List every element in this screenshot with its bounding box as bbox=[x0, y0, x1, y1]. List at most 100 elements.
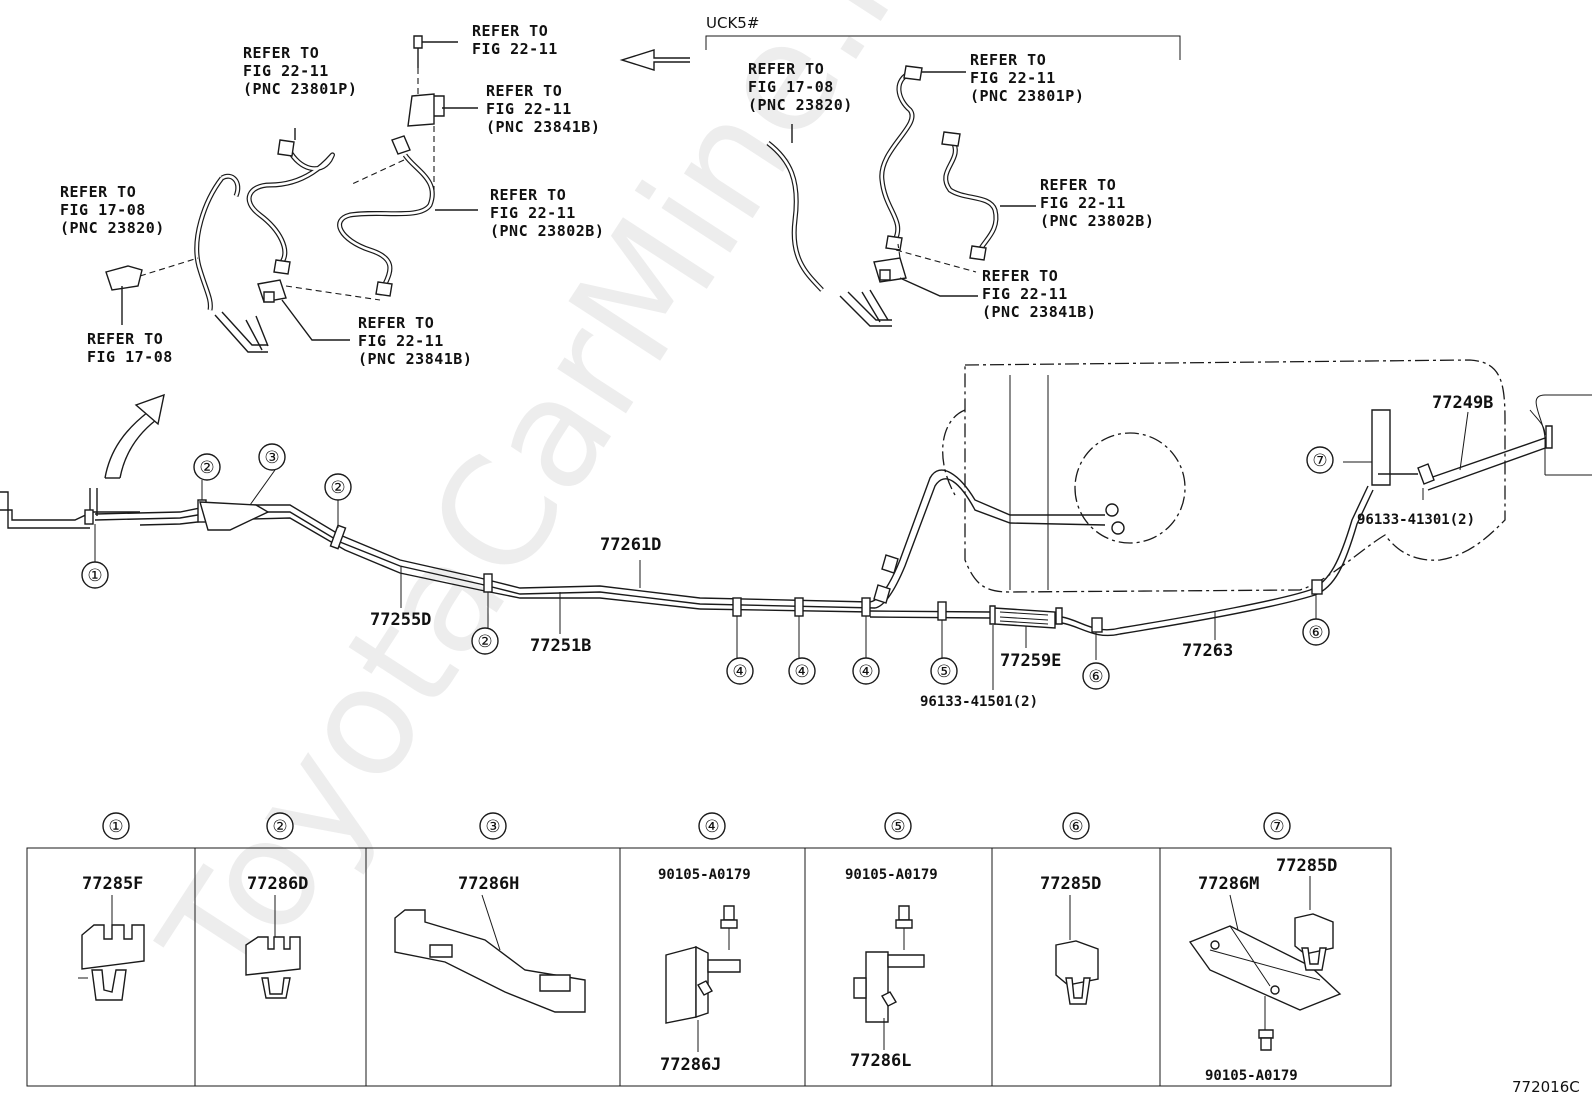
callout-3a: ③ bbox=[258, 443, 286, 471]
svg-text:FIG 22-11: FIG 22-11 bbox=[486, 100, 572, 118]
legend-part-77285d: 77285D bbox=[1040, 874, 1101, 894]
ref-23801p-left: REFER TO FIG 22-11 (PNC 23801P) bbox=[243, 44, 357, 98]
legend-num-2: ② bbox=[266, 812, 294, 840]
ref-23802b-left: REFER TO FIG 22-11 (PNC 23802B) bbox=[490, 186, 604, 240]
part-96133-41501: 96133-41501(2) bbox=[920, 694, 1038, 710]
legend-num-3: ③ bbox=[479, 812, 507, 840]
svg-text:②: ② bbox=[477, 632, 492, 652]
svg-text:FIG 22-11: FIG 22-11 bbox=[970, 69, 1056, 87]
svg-text:⑥: ⑥ bbox=[1068, 817, 1083, 837]
bracket-77286m-icon bbox=[1188, 925, 1342, 1011]
clip-77286h-icon bbox=[394, 909, 586, 1013]
svg-text:FIG 22-11: FIG 22-11 bbox=[490, 204, 576, 222]
part-77255d: 77255D bbox=[370, 610, 431, 630]
main-pipe-routing: ① ② ③ ② ② ④ ④ ④ ⑤ ⑥ ⑥ ⑦ 77261D 77255D 77… bbox=[0, 359, 1592, 710]
bolt-4-icon bbox=[720, 905, 738, 950]
legend-bolt-5: 90105-A0179 bbox=[845, 867, 938, 883]
callout-2a: ② bbox=[193, 453, 221, 481]
clip-77286j-icon bbox=[665, 945, 741, 1024]
svg-text:⑦: ⑦ bbox=[1269, 817, 1284, 837]
ref-23841b-top-left: REFER TO FIG 22-11 (PNC 23841B) bbox=[486, 82, 600, 136]
svg-text:FIG 17-08: FIG 17-08 bbox=[748, 78, 834, 96]
part-77263: 77263 bbox=[1182, 641, 1233, 661]
inset-right: UCK5# REFER TO FIG 17-08 (PNC 2 bbox=[705, 14, 1181, 327]
legend-bolt-7: 90105-A0179 bbox=[1205, 1068, 1298, 1084]
svg-text:(PNC 23802B): (PNC 23802B) bbox=[1040, 212, 1154, 230]
callout-2c: ② bbox=[471, 627, 499, 655]
callout-5a: ⑤ bbox=[930, 657, 958, 685]
ref-23841b-right: REFER TO FIG 22-11 (PNC 23841B) bbox=[982, 267, 1096, 321]
svg-text:(PNC 23820): (PNC 23820) bbox=[748, 96, 853, 114]
svg-text:REFER TO: REFER TO bbox=[486, 82, 562, 100]
legend-num-4: ④ bbox=[698, 812, 726, 840]
legend-part-77286l: 77286L bbox=[850, 1051, 911, 1071]
part-77251b: 77251B bbox=[530, 636, 591, 656]
svg-text:③: ③ bbox=[264, 448, 279, 468]
legend-num-1: ① bbox=[102, 812, 130, 840]
bolt-icon bbox=[413, 35, 423, 49]
svg-text:④: ④ bbox=[732, 662, 747, 682]
svg-text:⑤: ⑤ bbox=[936, 662, 951, 682]
svg-text:③: ③ bbox=[485, 817, 500, 837]
svg-text:(PNC 23841B): (PNC 23841B) bbox=[358, 350, 472, 368]
svg-text:(PNC 23802B): (PNC 23802B) bbox=[490, 222, 604, 240]
svg-text:②: ② bbox=[330, 478, 345, 498]
svg-text:REFER TO: REFER TO bbox=[87, 330, 163, 348]
svg-text:FIG 22-11: FIG 22-11 bbox=[358, 332, 444, 350]
svg-text:REFER TO: REFER TO bbox=[970, 51, 1046, 69]
svg-text:②: ② bbox=[272, 817, 287, 837]
svg-text:⑤: ⑤ bbox=[890, 817, 905, 837]
svg-text:REFER TO: REFER TO bbox=[748, 60, 824, 78]
ref-23841b-bottom-left: REFER TO FIG 22-11 (PNC 23841B) bbox=[358, 314, 472, 368]
variant-label: UCK5# bbox=[706, 14, 759, 32]
fuel-tank-outline bbox=[964, 359, 1506, 593]
svg-text:①: ① bbox=[87, 566, 102, 586]
svg-text:FIG 22-11: FIG 22-11 bbox=[243, 62, 329, 80]
svg-text:①: ① bbox=[108, 817, 123, 837]
svg-text:REFER TO: REFER TO bbox=[982, 267, 1058, 285]
svg-text:FIG 17-08: FIG 17-08 bbox=[60, 201, 146, 219]
bolt-5-icon bbox=[895, 905, 913, 950]
clip-77286l-icon bbox=[853, 951, 925, 1023]
svg-text:FIG 22-11: FIG 22-11 bbox=[472, 40, 558, 58]
clamp-markers bbox=[84, 499, 1323, 633]
svg-text:⑦: ⑦ bbox=[1312, 451, 1327, 471]
svg-text:(PNC 23801P): (PNC 23801P) bbox=[243, 80, 357, 98]
svg-text:④: ④ bbox=[858, 662, 873, 682]
part-96133-41301: 96133-41301(2) bbox=[1357, 512, 1475, 528]
ref-23801p-right: REFER TO FIG 22-11 (PNC 23801P) bbox=[970, 51, 1084, 105]
svg-text:⑥: ⑥ bbox=[1088, 667, 1103, 687]
callout-7a: ⑦ bbox=[1306, 446, 1334, 474]
clip-77286d-icon bbox=[245, 936, 301, 999]
svg-text:⑥: ⑥ bbox=[1308, 623, 1323, 643]
svg-text:REFER TO: REFER TO bbox=[358, 314, 434, 332]
svg-text:(PNC 23801P): (PNC 23801P) bbox=[970, 87, 1084, 105]
svg-text:REFER TO: REFER TO bbox=[472, 22, 548, 40]
arrow-left-icon bbox=[619, 49, 690, 71]
svg-text:(PNC 23820): (PNC 23820) bbox=[60, 219, 165, 237]
svg-text:②: ② bbox=[199, 458, 214, 478]
svg-text:REFER TO: REFER TO bbox=[243, 44, 319, 62]
legend-num-6: ⑥ bbox=[1062, 812, 1090, 840]
svg-text:REFER TO: REFER TO bbox=[490, 186, 566, 204]
ref-top-bolt: REFER TO FIG 22-11 bbox=[472, 22, 558, 58]
clip-77285d-7-icon bbox=[1294, 913, 1334, 971]
bolt-7-icon bbox=[1258, 996, 1274, 1051]
legend-part-77285d-7: 77285D bbox=[1276, 856, 1337, 876]
callout-6b: ⑥ bbox=[1302, 618, 1330, 646]
figure-code: 772016C bbox=[1512, 1078, 1580, 1096]
part-77261d: 77261D bbox=[600, 535, 661, 555]
callout-4c: ④ bbox=[852, 657, 880, 685]
arrow-up-icon bbox=[134, 393, 165, 426]
svg-text:④: ④ bbox=[704, 817, 719, 837]
legend-part-77285f: 77285F bbox=[82, 874, 143, 894]
legend-part-77286d: 77286D bbox=[247, 874, 308, 894]
legend-num-7: ⑦ bbox=[1263, 812, 1291, 840]
svg-text:REFER TO: REFER TO bbox=[1040, 176, 1116, 194]
legend-part-77286j: 77286J bbox=[660, 1055, 721, 1075]
legend-part-77286m: 77286M bbox=[1198, 874, 1259, 894]
callout-6a: ⑥ bbox=[1082, 662, 1110, 690]
ref-23802b-right: REFER TO FIG 22-11 (PNC 23802B) bbox=[1040, 176, 1154, 230]
ref-23820-left: REFER TO FIG 17-08 (PNC 23820) bbox=[60, 183, 165, 237]
